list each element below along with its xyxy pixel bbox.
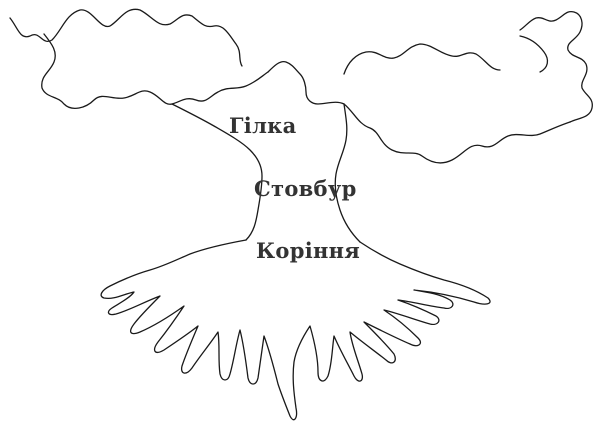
crown-left-underside bbox=[42, 34, 268, 108]
crown-right-inner-outline bbox=[520, 36, 547, 72]
crown-right-outline bbox=[344, 44, 500, 74]
trunk-top-outline bbox=[268, 62, 344, 104]
label-branch: Гілка bbox=[229, 113, 297, 138]
label-roots: Коріння bbox=[256, 238, 360, 263]
crown-right-underside bbox=[344, 104, 570, 163]
crown-left-outline bbox=[10, 9, 242, 66]
trunk-right-side bbox=[335, 104, 360, 242]
root-system-outline bbox=[101, 240, 490, 420]
crown-right-far-outline bbox=[520, 12, 592, 122]
label-trunk: Стовбур bbox=[254, 176, 357, 201]
